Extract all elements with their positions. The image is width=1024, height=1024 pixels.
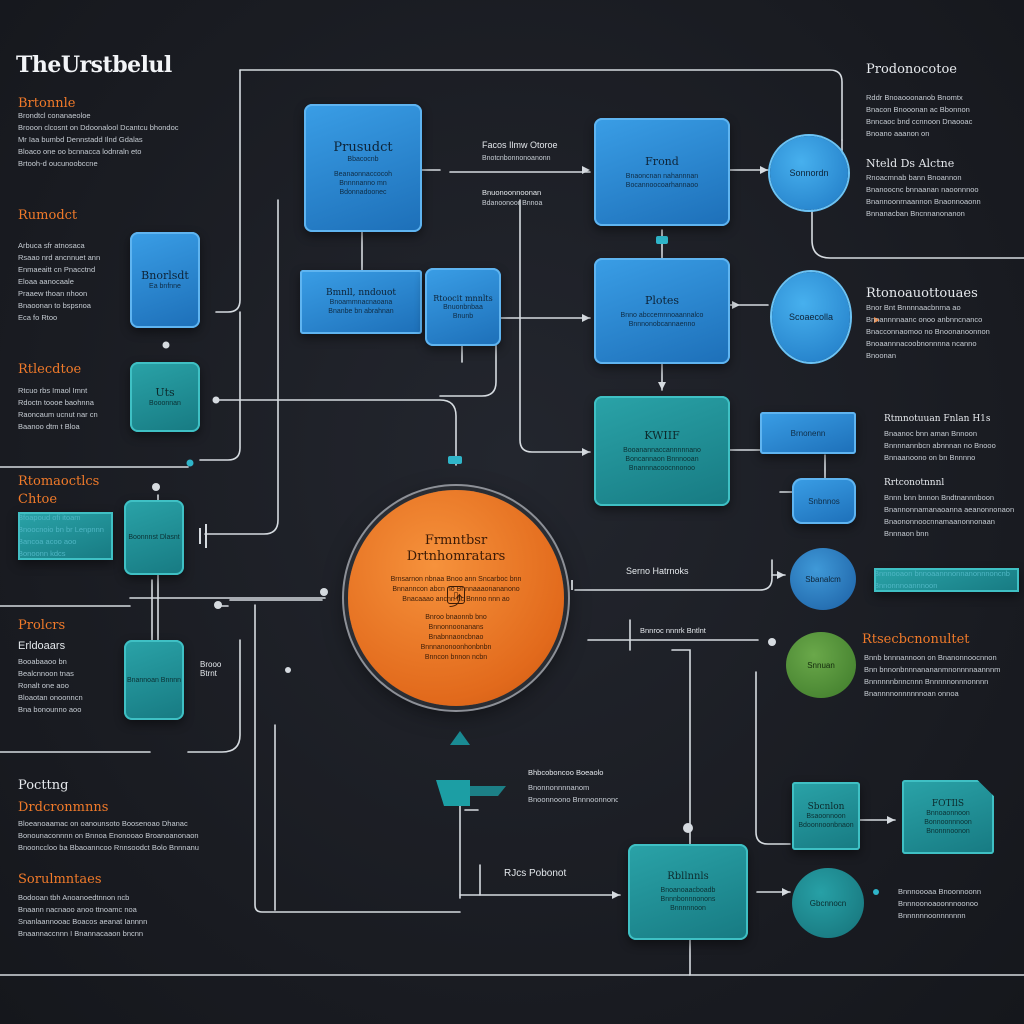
node-circle-5[interactable]: Gbcnnocn <box>792 868 864 938</box>
right-r2-heading: Nteld Ds Alctne <box>866 157 955 170</box>
node-circle-4[interactable]: Snnuan <box>786 632 856 698</box>
left-s5-sub: Erldoaars <box>18 640 66 652</box>
hub-top-icon: ▯ <box>447 586 465 604</box>
top-label-b: Bnuonoonnoonan <box>482 188 542 197</box>
node-left-2[interactable]: Uts Booonnan <box>130 362 200 432</box>
label-soon: Serno Hatrnoks <box>626 566 689 576</box>
node-circle-2[interactable]: Scoaecolla <box>772 272 850 362</box>
left-s6-text: Bloeanoaamac on oanounsoto Boosenoao Dha… <box>18 819 199 852</box>
node-prusudct[interactable]: Prusudct Bbacocnb Beanaonnaccocoh Bnnnna… <box>304 104 422 232</box>
node-bottom-teal[interactable]: Rbllnnls Bnoanoaacboadb Bnnnbonnnonons B… <box>628 844 748 940</box>
node-mid-2[interactable]: Rtoocit mnnlts Bnuonbnbaa Bnunb <box>425 268 501 346</box>
top-label-b-sub: Bdanoonoor Bnnoa <box>482 200 543 207</box>
right-r7-heading: Rtsecbcnonultet <box>862 632 970 647</box>
left-s4-heading2: Chtoe <box>18 492 58 507</box>
hub-bottom-icon: ⤴ <box>449 593 463 609</box>
node-mid-1[interactable]: Bmnll, nndouot Bnoammnacnaoana Bnanbe bn… <box>300 270 422 334</box>
left-s6-heading2: Drdcronmnns <box>18 800 109 815</box>
right-r4-heading: Rtmnotuuan Fnlan H1s <box>884 414 991 424</box>
node-circle-3[interactable]: Sbanalcm <box>790 548 856 610</box>
node-left-4[interactable]: Bnannoan Bnnnn <box>124 640 184 720</box>
left-s6-heading: Pocttng <box>18 778 69 793</box>
left-s5-heading: Prolcrs <box>18 618 66 633</box>
label-rjs: RJcs Pobonot <box>504 868 567 879</box>
left-s1-heading: Brtonnle <box>18 96 76 111</box>
right-r1-heading: Prodonocotoe <box>866 62 957 77</box>
central-hub[interactable]: ▯ Frmntbsr Drtnhomratars Brnsarnon nbnaa… <box>348 490 564 706</box>
left-s7-heading: Sorulmntaes <box>18 872 102 887</box>
side-label: Brooo Btrnt <box>200 660 222 678</box>
node-cronels[interactable]: FOTIlS Bnnoaonnoon Bonnoonnnoon Bnonnnoo… <box>902 780 994 854</box>
right-r5-heading: Rrtconotnnnl <box>884 478 945 488</box>
node-left-3[interactable]: Boonnnst Dlasnt <box>124 500 184 575</box>
left-s4-heading: Rtomaoctlcs <box>18 474 100 489</box>
node-left-1[interactable]: Bnorlsdt Ea bnfnne <box>130 232 200 328</box>
node-pill-right[interactable]: Snbnnos <box>792 478 856 524</box>
node-circle-1[interactable]: Sonnordn <box>770 136 848 210</box>
left-s3-heading: Rtlecdtoe <box>18 362 82 377</box>
top-label-a: Facos Ilmw Otoroe <box>482 140 558 150</box>
top-label-a-sub: Bnotcnbonnonoanonn <box>482 155 551 162</box>
left-s2-heading: Rumodct <box>18 208 78 223</box>
node-kwnf[interactable]: KWIIF Booanannaccannnnnano Boncannaon Bn… <box>594 396 730 506</box>
node-frond[interactable]: Frond Bnaoncnan nahannnan Bocannoocoarha… <box>594 118 730 226</box>
label-anon: Bhbcoboncoo Boeaolo <box>528 768 604 777</box>
node-plotes[interactable]: Plotes Bnno abccemnnoaannalco Bnnnonobca… <box>594 258 730 364</box>
page-title: TheUrstbelul <box>16 52 172 78</box>
node-box-right[interactable]: Brnonenn <box>760 412 856 454</box>
node-sbcnlon[interactable]: Sbcnlon Bsaoonnoon Bdoonnoonbnaon <box>792 782 860 850</box>
right-r3-heading: Rtonoauottouaes <box>866 286 978 301</box>
label-lower: Bnnroc nnnrk Bntlnt <box>640 626 706 635</box>
